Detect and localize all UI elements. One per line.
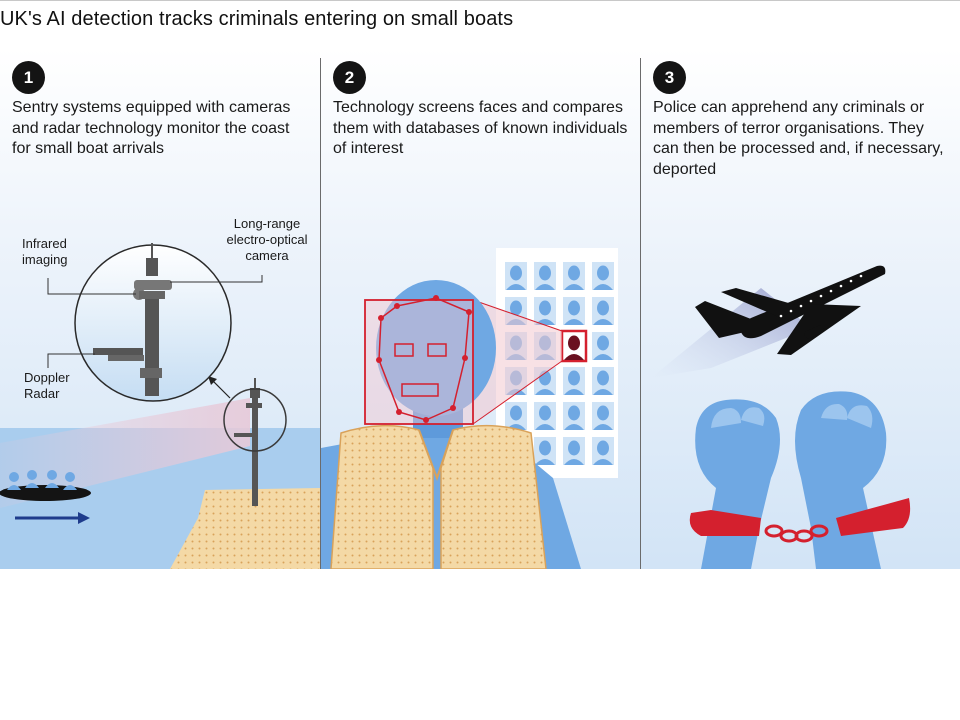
life-vest-icon [330,424,547,569]
step-2-badge: 2 [333,61,366,94]
airplane-icon [695,265,886,355]
panel-divider [320,58,321,569]
coastline [170,488,320,569]
zoom-arrow-icon [208,376,231,399]
step-1-panel: 1 Sentry systems equipped with cameras a… [0,48,320,569]
sentry-tower-icon [234,378,262,506]
magnified-sentry-icon [74,243,232,402]
doppler-radar-label: Doppler Radar [24,370,70,401]
small-boat-icon [0,470,91,501]
header-rule [0,0,960,1]
page-title: UK's AI detection tracks criminals enter… [0,8,514,30]
infrared-imaging-label: Infrared imaging [22,236,68,267]
step-2-panel: 2 Technology screens faces and compares … [321,48,640,569]
zoom-target-circle [223,388,287,452]
arrest-scene [651,265,911,569]
match-beam [473,300,562,424]
callout-lines [47,275,263,368]
step-3-text: Police can apprehend any criminals or me… [653,99,944,178]
face-detection-box [364,295,474,425]
step-2-text: Technology screens faces and compares th… [333,99,628,157]
step-3-badge: 3 [653,61,686,94]
direction-arrow-icon [15,512,90,524]
camera-label: Long-range electro-optical camera [226,216,308,263]
face-scan-scene [321,248,618,569]
matched-face-icon [560,329,588,363]
step-3-panel: 3 Police can apprehend any criminals or … [641,48,960,569]
infographic: 1 Sentry systems equipped with cameras a… [0,48,960,569]
handcuffs-icon [689,498,911,543]
panel-divider [640,58,641,569]
sentry-scene [0,243,320,569]
step-1-badge: 1 [12,61,45,94]
radar-beam-icon [0,398,250,508]
step-1-text: Sentry systems equipped with cameras and… [12,99,291,157]
